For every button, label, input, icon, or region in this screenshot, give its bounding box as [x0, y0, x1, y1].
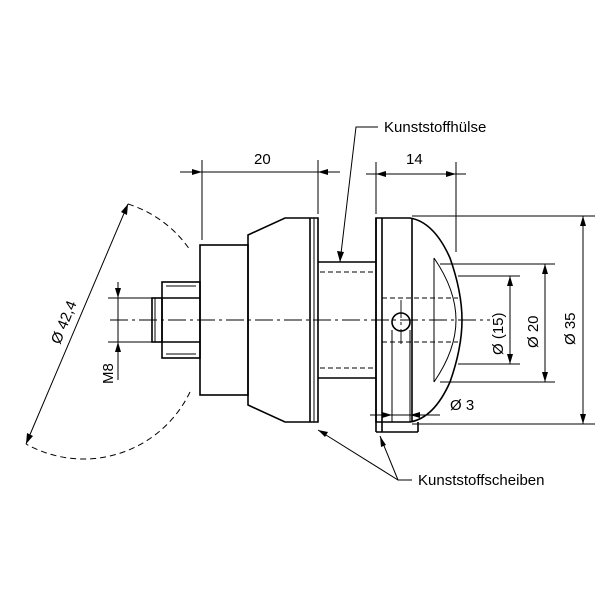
- dim-dia-outer-text: Ø 42,4: [48, 298, 81, 346]
- dim-dia-mid: [440, 263, 555, 383]
- cap-part: [375, 217, 463, 423]
- dim-dia-hole-text: Ø 3: [450, 397, 474, 414]
- dim-dia-outer: [25, 203, 129, 445]
- leader-washers: [317, 429, 412, 481]
- dim-dia-cap-text: Ø 35: [562, 312, 579, 345]
- dim-width-right: [366, 162, 466, 252]
- shaft: [318, 261, 376, 379]
- dim-dia-inner-text: Ø (15): [490, 312, 507, 355]
- tube-outline-lower: [25, 391, 191, 460]
- leader-sleeve: [337, 126, 378, 263]
- label-washers: Kunststoffscheiben: [418, 472, 544, 489]
- dim-width-right-text: 14: [406, 151, 423, 168]
- dim-width-left: [180, 160, 340, 240]
- cone-part: [247, 217, 319, 423]
- dim-width-left-text: 20: [254, 151, 271, 168]
- tube-outline: [127, 203, 191, 251]
- label-sleeve: Kunststoffhülse: [384, 119, 486, 136]
- dim-dia-hole: [370, 330, 440, 422]
- dim-thread: [108, 282, 152, 380]
- dim-dia-cap: [412, 215, 595, 425]
- dim-thread-text: M8: [100, 363, 117, 384]
- dim-dia-inner: [458, 275, 520, 365]
- dim-dia-mid-text: Ø 20: [525, 315, 542, 348]
